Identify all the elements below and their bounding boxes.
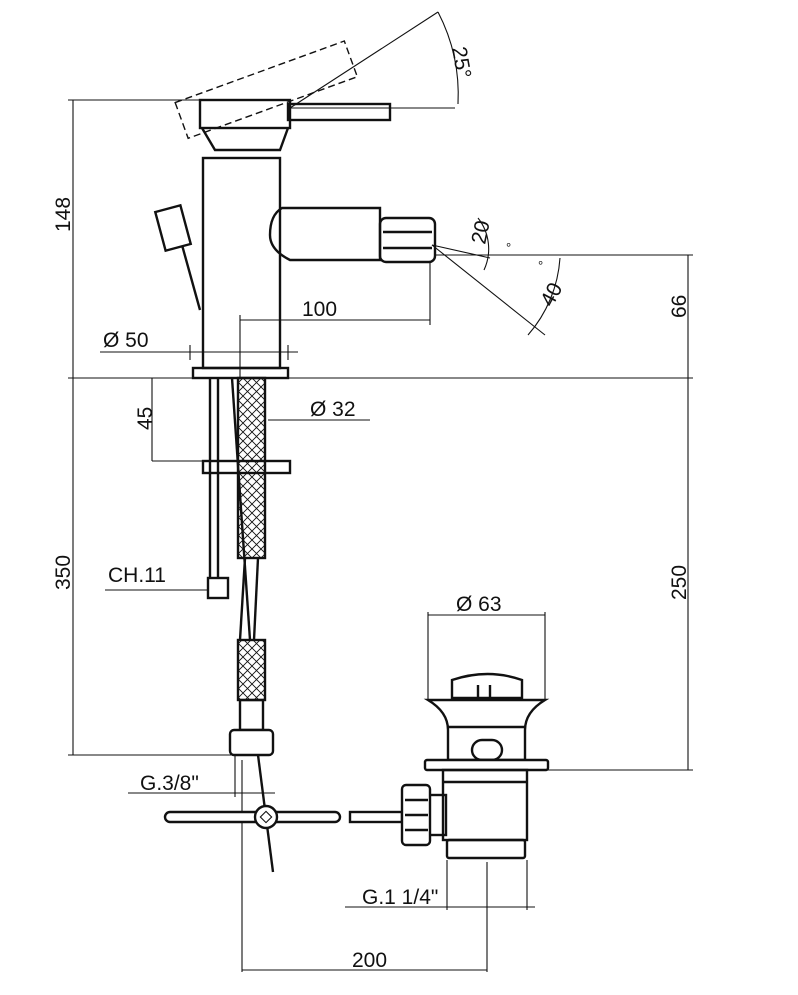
label-shank-diameter: Ø 32 [310,398,356,421]
label-wrench-size: CH.11 [108,564,166,587]
label-spray-angle-2-deg: ° [538,258,543,273]
label-drain-distance: 200 [352,949,387,972]
label-spray-angle-1-deg: ° [506,240,511,255]
label-deck-thickness: 45 [134,407,157,430]
popup-drain [400,672,550,860]
label-drain-thread: G.1 1/4" [362,886,438,909]
dimension-labels: 148 350 66 250 25° 20 ° 40 ° 100 Ø 50 Ø … [52,45,691,972]
label-base-diameter: Ø 50 [103,329,149,352]
label-inlet-thread: G.3/8" [140,772,199,795]
dimension-lines [68,11,693,972]
label-height-bottom: 350 [52,555,75,590]
label-drain-height: 250 [668,565,691,600]
label-lever-angle: 25° [447,45,475,80]
faucet-body [153,40,437,380]
label-spout-height: 66 [668,295,691,318]
label-drain-diameter: Ø 63 [456,593,502,616]
popup-rod [163,804,404,830]
label-height-top: 148 [52,197,75,232]
label-spout-reach: 100 [302,298,337,321]
supply-hoses [201,376,292,873]
label-spray-angle-1: 20 [467,218,494,246]
label-spray-angle-2: 40 [536,279,567,310]
